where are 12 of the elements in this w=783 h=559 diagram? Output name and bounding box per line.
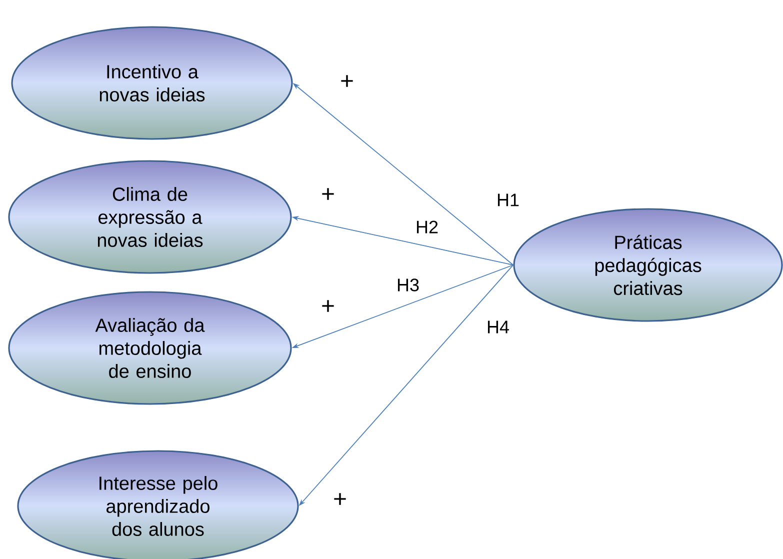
sign-label: +	[322, 300, 334, 312]
ellipse-node: Incentivo a novas ideias	[11, 26, 293, 140]
edge-label: H1	[498, 194, 519, 206]
ellipse-node: Clima de expressão a novas ideias	[8, 160, 292, 274]
sign-label: +	[341, 75, 353, 87]
edge-label: H2	[416, 220, 438, 234]
edge-label: H4	[488, 320, 509, 334]
sign-label: +	[334, 493, 346, 505]
ellipse-node: Práticas pedagógicas criativas	[513, 208, 783, 322]
ellipse-node: Avaliação da metodologia de ensino	[8, 291, 292, 405]
edge-label: H3	[398, 278, 419, 292]
sign-label: +	[322, 188, 334, 200]
